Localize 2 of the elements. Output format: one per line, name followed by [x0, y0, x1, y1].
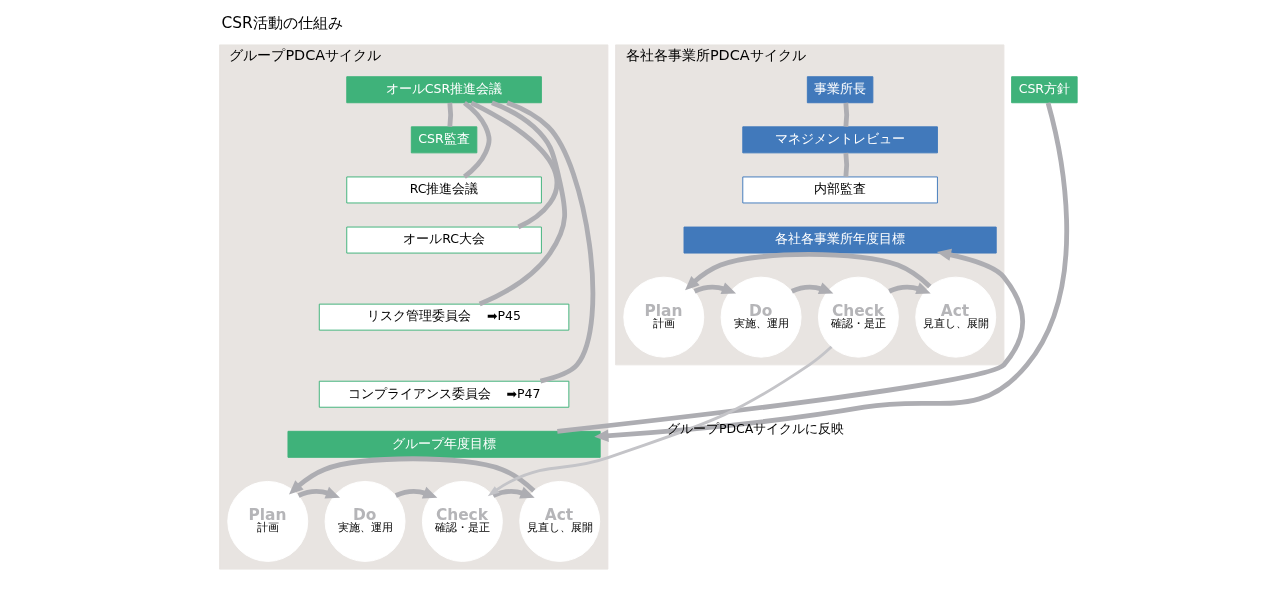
diagram-title: CSR活動の仕組み	[221, 14, 343, 33]
edge-label: グループPDCAサイクルに反映	[666, 421, 844, 437]
